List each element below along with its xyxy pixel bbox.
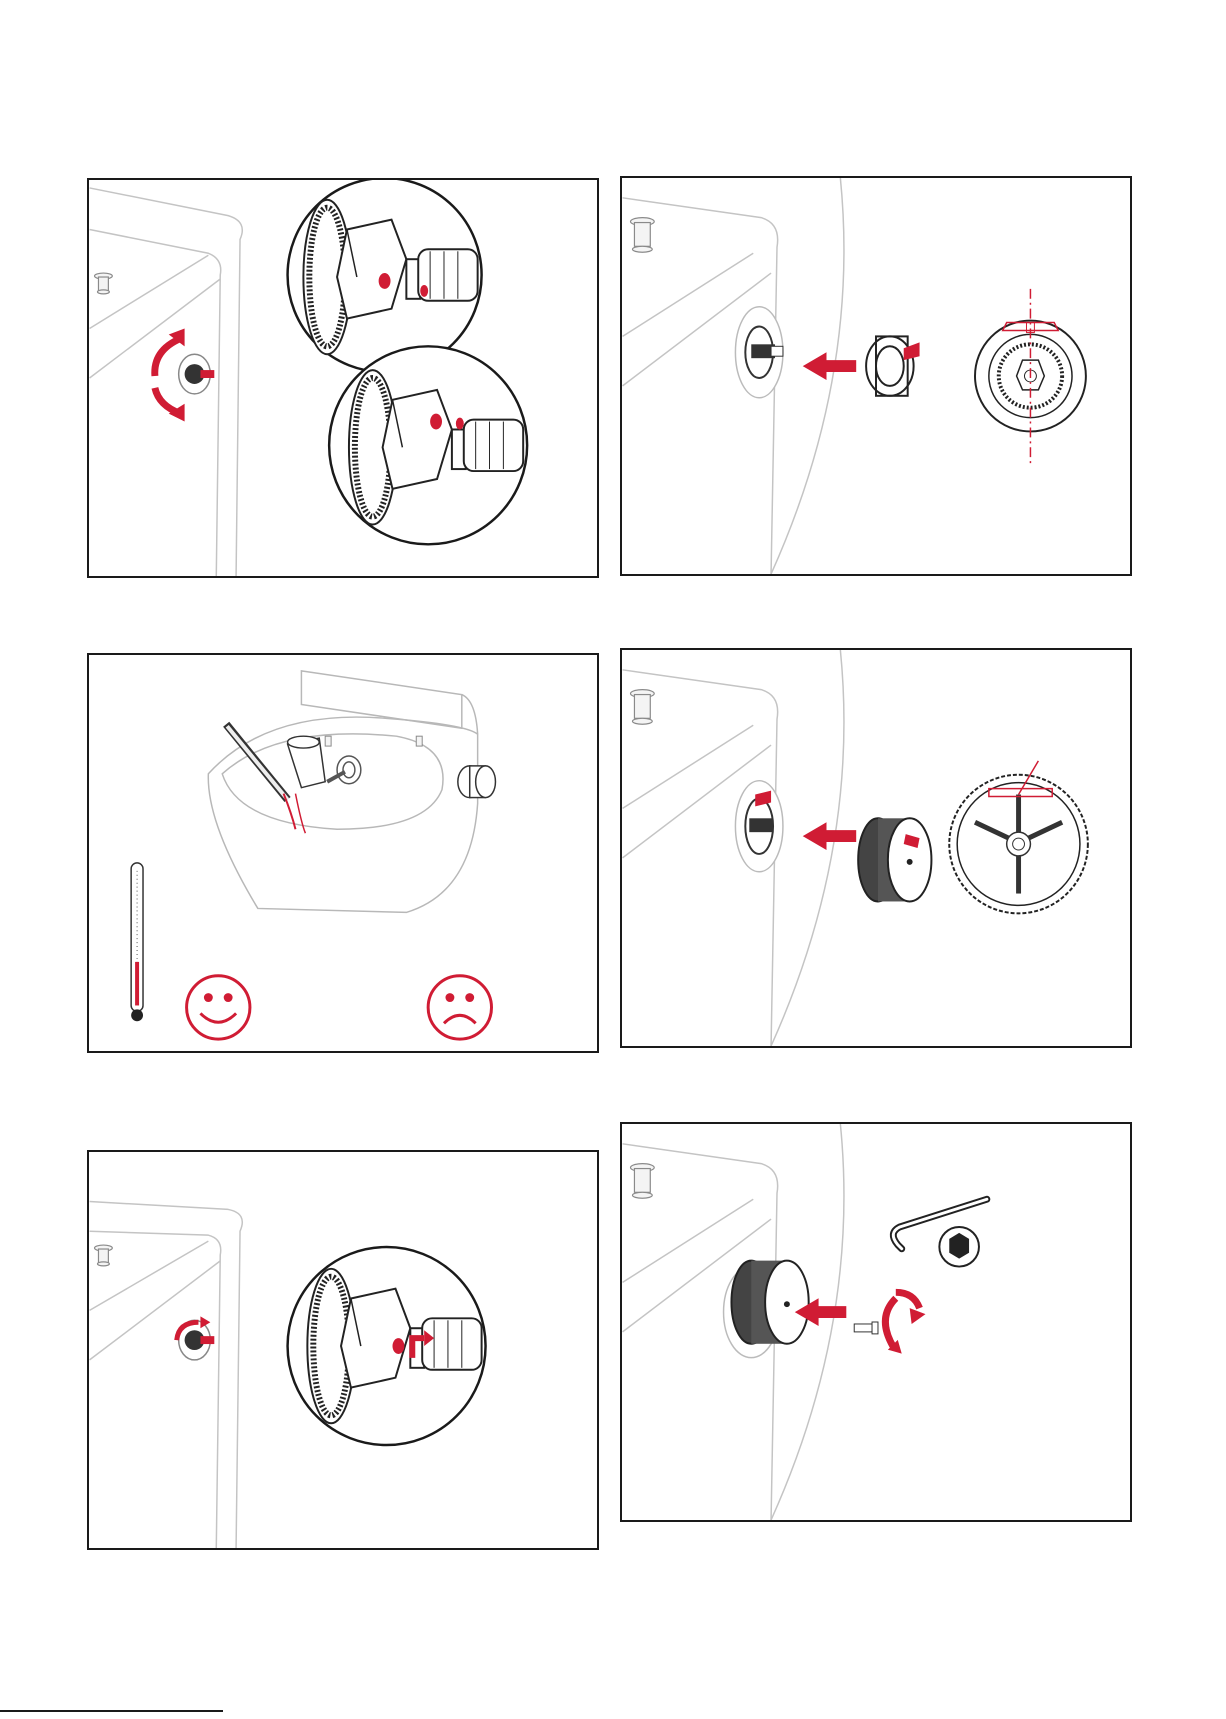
happy-face-icon — [187, 976, 250, 1039]
valve-cartridge-zoom — [288, 1247, 486, 1445]
panel-step-2 — [620, 176, 1132, 576]
valve-small — [735, 781, 783, 872]
panel-step-6 — [620, 1122, 1132, 1522]
screw-stud-icon — [325, 736, 422, 746]
control-knob — [724, 1261, 809, 1358]
footer-rule — [0, 1710, 223, 1712]
tighten-arrow-icon — [885, 1298, 895, 1348]
step-4-illustration — [622, 650, 1130, 1046]
valve-cartridge-zoom — [288, 180, 482, 372]
screw-stud-icon — [95, 273, 113, 294]
step-1-illustration — [89, 180, 597, 576]
screw-stud-icon — [630, 218, 654, 253]
control-knob — [858, 818, 931, 901]
screw-stud-icon — [630, 690, 654, 725]
push-arrow-icon — [803, 822, 856, 850]
panel-step-1 — [87, 178, 599, 578]
panel-step-5 — [87, 1150, 599, 1550]
sad-face-icon — [428, 976, 491, 1039]
toilet-corner — [90, 188, 243, 576]
valve-small — [735, 307, 783, 398]
step-5-illustration — [89, 1152, 597, 1548]
spray-nozzle — [327, 756, 361, 784]
valve-cartridge-zoom-aligned — [329, 346, 527, 544]
ring-front-view — [975, 289, 1086, 465]
knob-side — [458, 766, 496, 798]
hex-socket-icon — [939, 1227, 979, 1267]
thermometer-icon — [131, 863, 143, 1021]
screw-icon — [854, 1322, 878, 1334]
panel-step-3 — [87, 653, 599, 1053]
toilet-corner — [90, 1202, 243, 1549]
toilet-bowl — [208, 671, 477, 913]
rotate-arrows-icon — [155, 338, 181, 413]
knob-back-view — [949, 761, 1088, 913]
push-arrow-icon — [803, 352, 856, 380]
screw-stud-icon — [630, 1164, 654, 1199]
step-3-illustration — [89, 655, 597, 1051]
step-2-illustration — [622, 178, 1130, 574]
screw-stud-icon — [95, 1245, 113, 1266]
step-6-illustration — [622, 1124, 1130, 1520]
stop-ring — [866, 336, 919, 395]
valve-small — [179, 354, 215, 394]
arrow-head-rotate — [910, 1308, 926, 1324]
toilet-corner — [623, 178, 844, 574]
panel-step-4 — [620, 648, 1132, 1048]
toilet-corner — [623, 650, 844, 1046]
